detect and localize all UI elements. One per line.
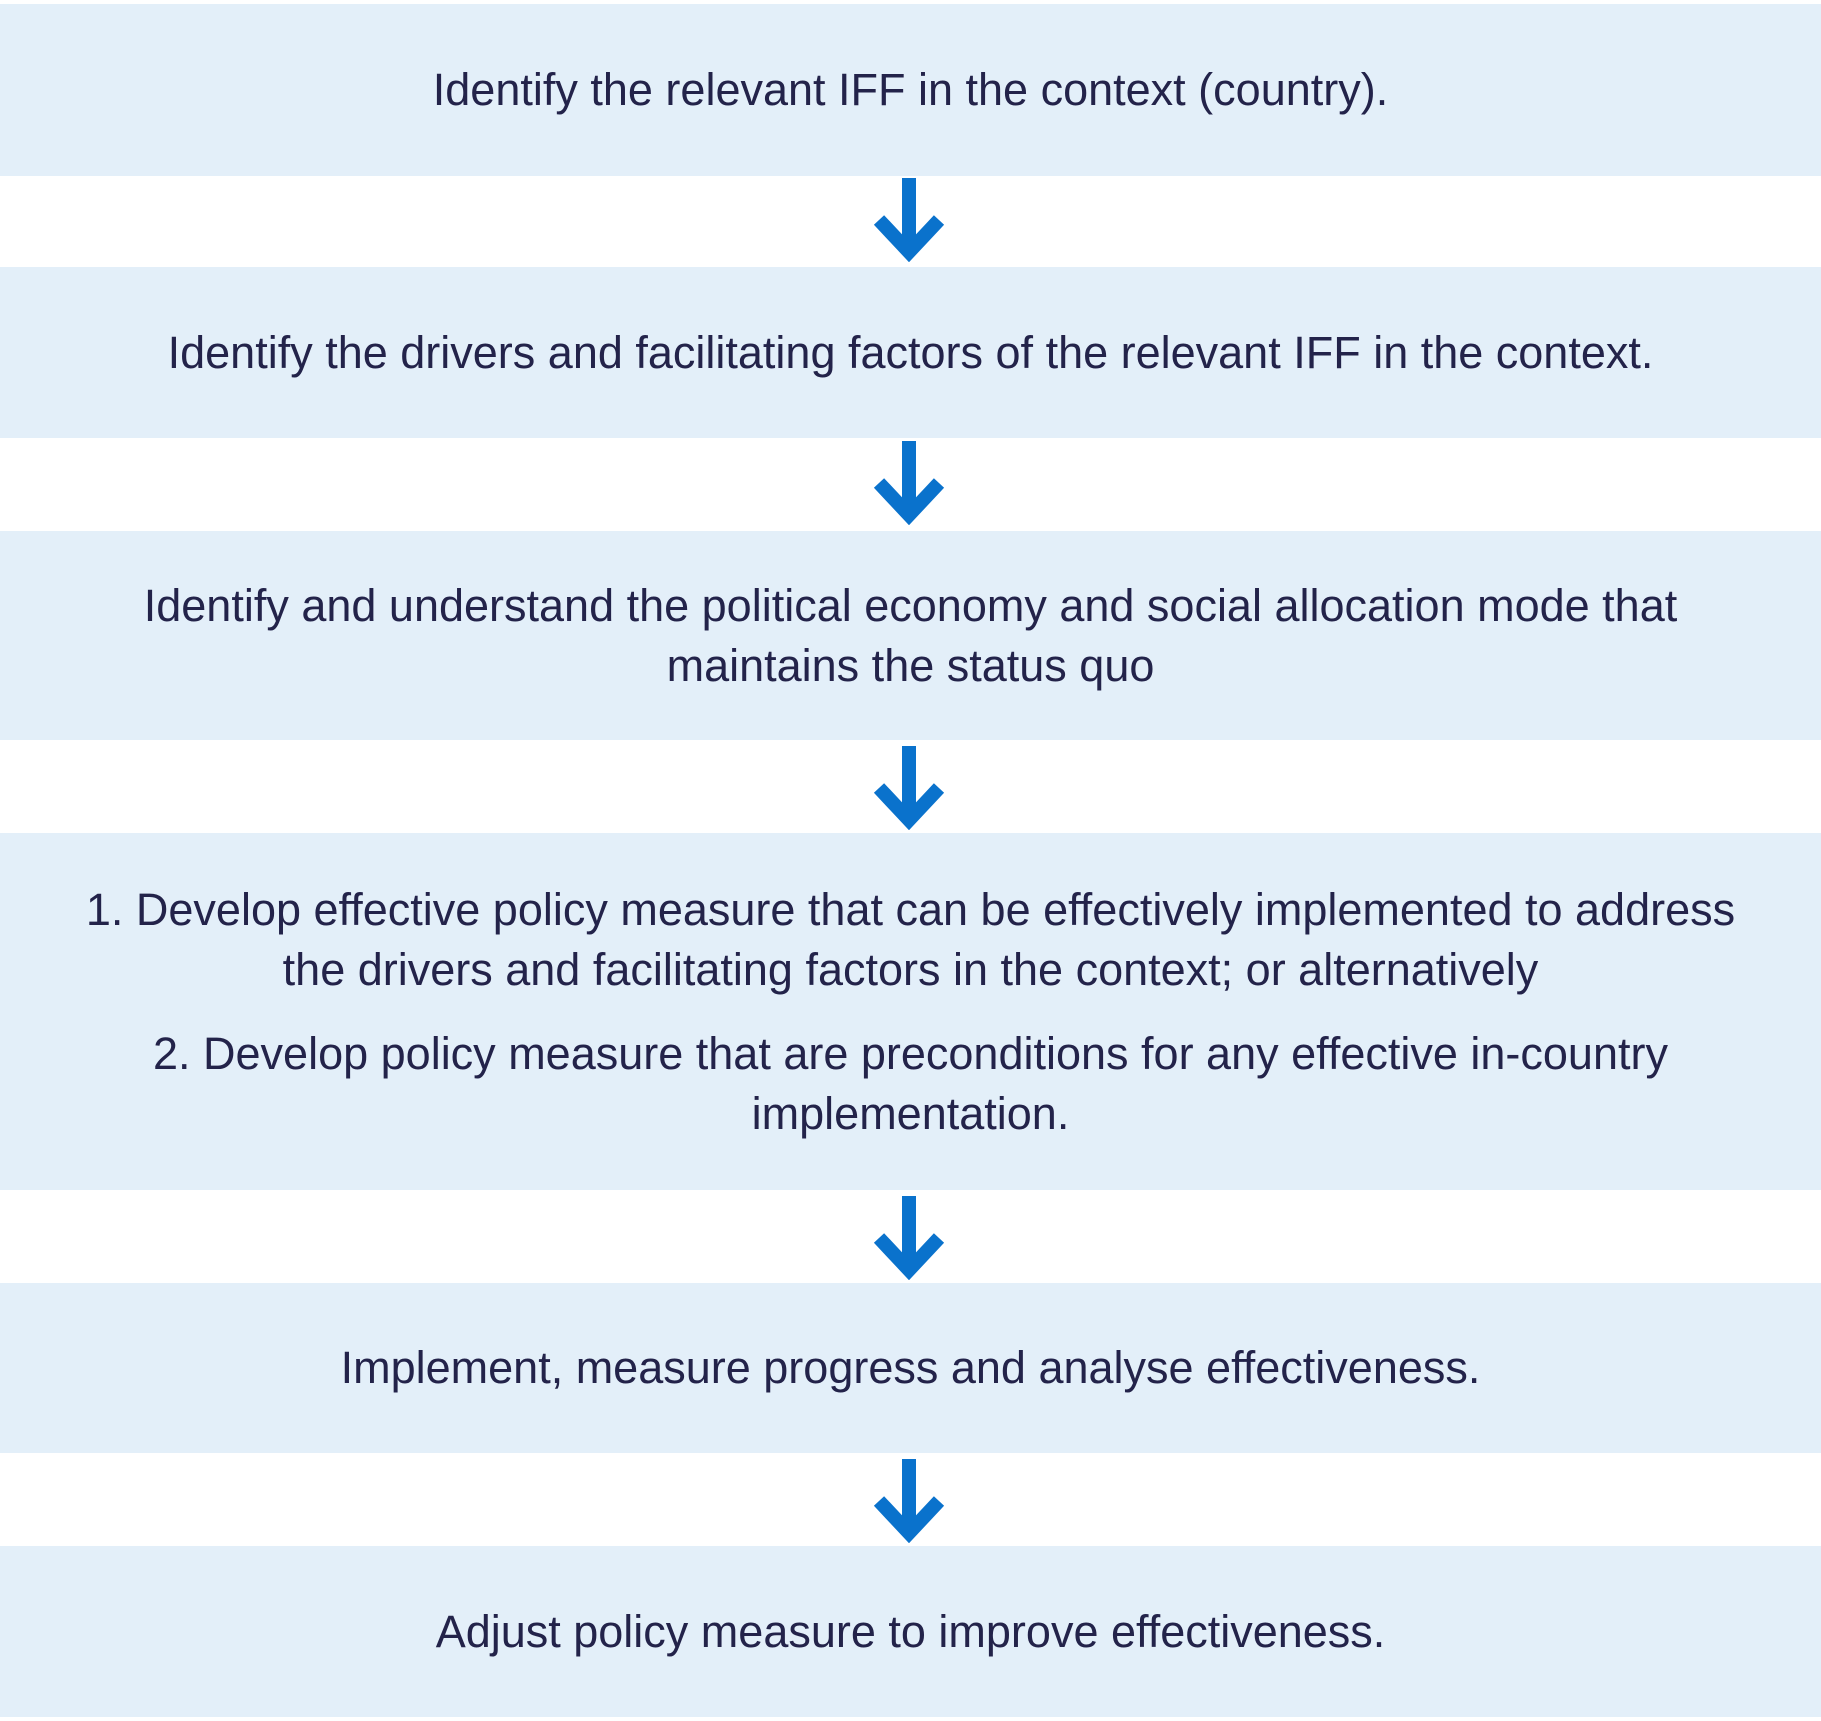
step-5-text: Implement, measure progress and analyse … — [340, 1342, 1481, 1393]
step-4-option-2-line-1: 2. Develop policy measure that are preco… — [153, 1027, 1668, 1079]
step-3-line-2: maintains the status quo — [666, 639, 1155, 691]
flow-step-6: Adjust policy measure to improve effecti… — [0, 1546, 1821, 1717]
arrow-down-icon — [873, 178, 945, 262]
step-4-option-1: 1. Develop effective policy measure that… — [86, 880, 1735, 1000]
flow-step-4: 1. Develop effective policy measure that… — [0, 833, 1821, 1190]
step-4-option-2-line-2: implementation. — [751, 1087, 1070, 1139]
step-6-text: Adjust policy measure to improve effecti… — [435, 1605, 1386, 1657]
step-4-option-1-line-1: 1. Develop effective policy measure that… — [85, 883, 1736, 935]
step-3-line-1: Identify and understand the political ec… — [143, 579, 1678, 631]
flow-step-1: Identify the relevant IFF in the context… — [0, 4, 1821, 176]
flow-step-5: Implement, measure progress and analyse … — [0, 1283, 1821, 1453]
arrow-down-icon — [873, 1196, 945, 1280]
step-2-text: Identify the drivers and facilitating fa… — [167, 326, 1654, 378]
step-4-option-1-line-2: the drivers and facilitating factors in … — [282, 943, 1539, 995]
step-4-option-2: 2. Develop policy measure that are preco… — [153, 1024, 1668, 1144]
arrow-down-icon — [873, 1459, 945, 1543]
arrow-down-icon — [873, 746, 945, 830]
arrow-down-icon — [873, 441, 945, 525]
flow-step-2: Identify the drivers and facilitating fa… — [0, 267, 1821, 438]
flow-step-3: Identify and understand the political ec… — [0, 531, 1821, 740]
step-1-text: Identify the relevant IFF in the context… — [432, 64, 1389, 115]
